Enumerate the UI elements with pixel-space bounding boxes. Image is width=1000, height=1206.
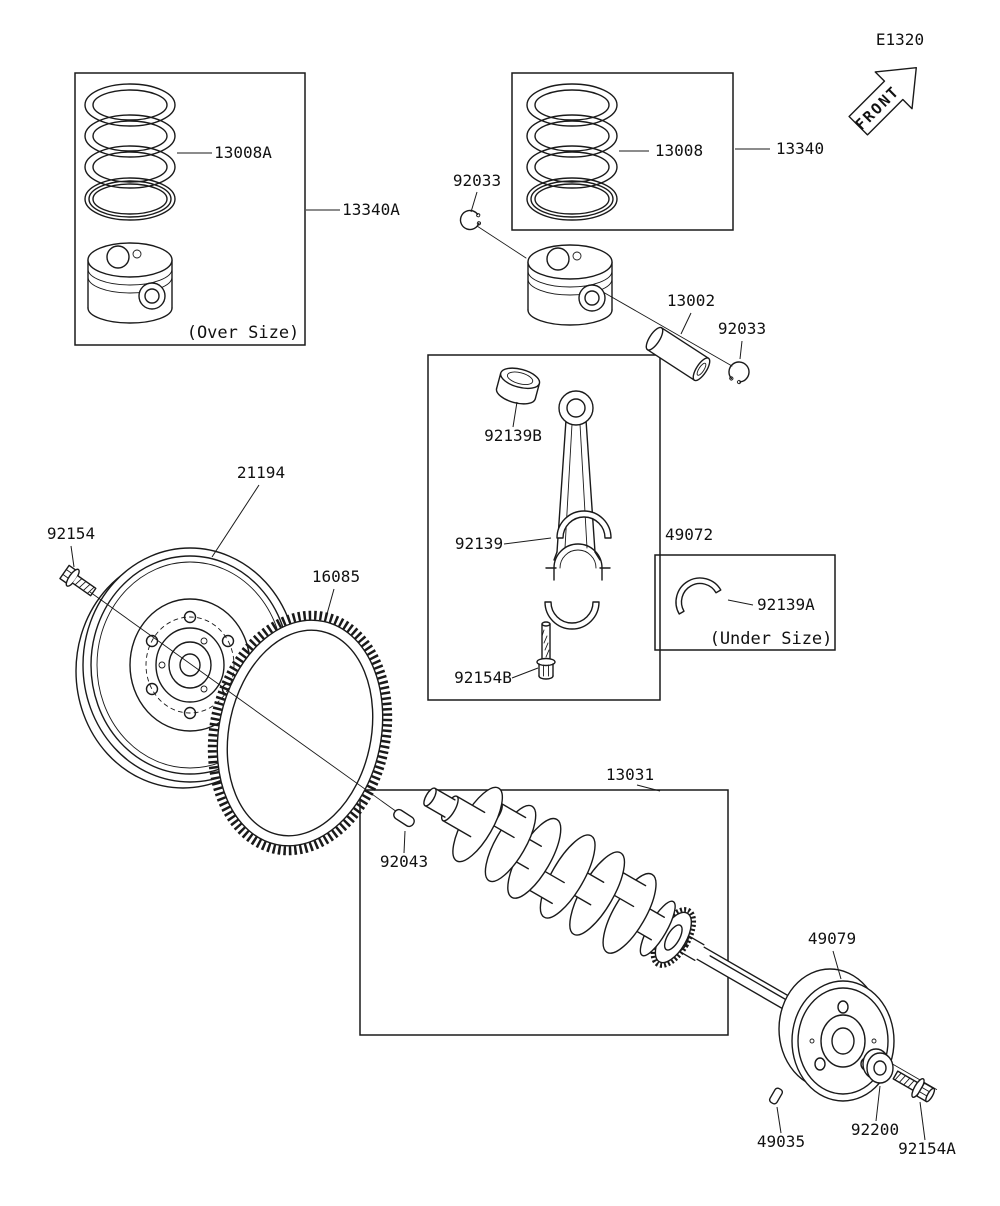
conrod-bolt [536, 621, 556, 680]
circlip-axis-line [476, 225, 527, 259]
pin-axis-line [595, 287, 733, 367]
undersize-bearing-shell [675, 577, 722, 615]
crankshaft-bracket [359, 789, 729, 1036]
label-washer: 92200 [851, 1120, 899, 1139]
ring-gear-part [207, 610, 393, 856]
part-labels: 13008A 13340A (Over Size) 92033 13008 13… [47, 139, 956, 1158]
circlip-upper-part [459, 209, 481, 231]
flywheel-axis-line [89, 591, 398, 813]
front-arrow: FRONT [848, 67, 917, 136]
ring-kit-box [511, 72, 734, 231]
label-flywheel-bolt: 92154 [47, 524, 95, 543]
label-piston-rings: 13008 [655, 141, 703, 160]
piston-rings [526, 83, 618, 221]
connecting-rod-part [545, 390, 611, 581]
label-pulley-bolt: 92154A [898, 1139, 956, 1158]
label-flywheel: 21194 [237, 463, 285, 482]
page-code: E1320 [876, 30, 924, 49]
note-undersize: (Under Size) [710, 629, 833, 649]
label-conrod-bearing: 92139 [455, 534, 503, 553]
pulley-part [778, 968, 895, 1102]
piston [527, 244, 613, 326]
label-piston-rings-os: 13008A [214, 143, 272, 162]
undersize-bearing-box [654, 554, 836, 651]
circlip-lower-part [728, 361, 750, 385]
label-conrod-bushing: 92139B [484, 426, 542, 445]
oversize-kit-box [74, 72, 306, 346]
label-connecting-rod: 49072 [665, 525, 713, 544]
piston-oversize [87, 242, 173, 324]
label-conrod-bearing-us: 92139A [757, 595, 815, 614]
label-dowel-pin: 92043 [380, 852, 428, 871]
note-oversize: (Over Size) [187, 323, 300, 343]
label-crankshaft: 13031 [606, 765, 654, 784]
conrod-bushing-part [495, 367, 541, 405]
label-circlip-lower: 92033 [718, 319, 766, 338]
piston-pin [645, 326, 711, 382]
pulley-bolt-part [892, 1070, 936, 1103]
label-piston-kit-os: 13340A [342, 200, 400, 219]
label-conrod-bolt: 92154B [454, 668, 512, 687]
label-piston-kit: 13340 [776, 139, 824, 158]
label-pin: 49035 [757, 1132, 805, 1151]
flywheel-bolt [59, 564, 97, 597]
label-pulley: 49079 [808, 929, 856, 948]
label-circlip-upper: 92033 [453, 171, 501, 190]
connecting-rod-box [427, 354, 661, 701]
washer-part [862, 1048, 894, 1084]
piston-rings-oversize [84, 83, 176, 221]
conrod-bearing-shells [544, 510, 612, 630]
label-piston-pin: 13002 [667, 291, 715, 310]
leader-lines [70, 148, 926, 1141]
pin-49035-part [768, 1087, 784, 1105]
label-ring-gear: 16085 [312, 567, 360, 586]
dowel-pin-part [393, 808, 415, 828]
